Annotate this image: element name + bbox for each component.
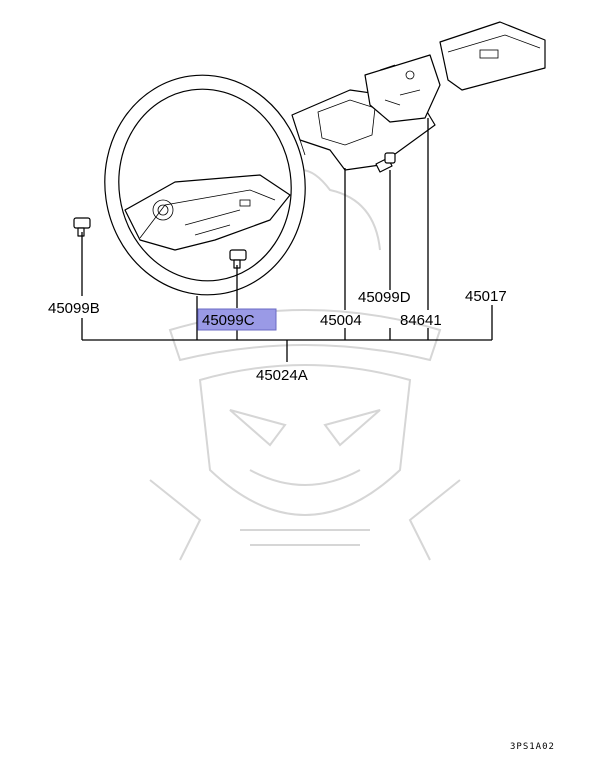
label-45017[interactable]: 45017 [465,288,507,305]
figure-code: 3PS1A02 [510,742,555,752]
label-45004[interactable]: 45004 [320,312,362,329]
label-45099b[interactable]: 45099B [48,300,100,317]
leader-lines [81,118,493,362]
label-45099c[interactable]: 45099C [202,312,255,329]
bolt-45099d-icon[interactable] [375,152,396,173]
bolt-45099c-icon[interactable] [229,249,247,269]
label-84641[interactable]: 84641 [400,312,442,329]
label-45024a[interactable]: 45024A [256,367,308,384]
air-bag-module-icon[interactable] [439,21,546,91]
bracket-84641-icon[interactable] [364,54,441,123]
bolt-45099b-icon[interactable] [73,217,91,237]
steering-wheel-icon[interactable] [91,62,320,308]
label-45099d[interactable]: 45099D [358,289,411,306]
highlight-45099c [197,308,277,331]
